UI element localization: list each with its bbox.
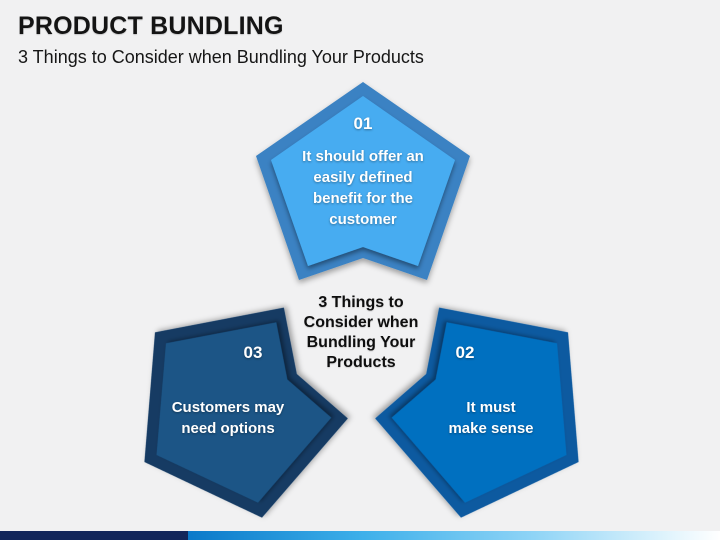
item-02-number: 02 (455, 343, 475, 362)
footer-bar-gradient-segment (188, 531, 720, 540)
slide-header: PRODUCT BUNDLING 3 Things to Consider wh… (18, 12, 424, 68)
page-title: PRODUCT BUNDLING (18, 12, 284, 40)
pentagon-01-inner (271, 96, 455, 266)
pentagon-02 (375, 307, 579, 518)
page-subtitle: 3 Things to Consider when Bundling Your … (18, 47, 424, 67)
item-03-label: Customers may need options (171, 399, 285, 437)
item-03-number: 03 (243, 343, 263, 362)
pentagon-02-inner (391, 322, 567, 503)
footer-accent-bar (0, 531, 720, 540)
item-02-label: It must make sense (448, 399, 534, 437)
pentagon-03-inner (156, 322, 332, 503)
footer-bar-navy-segment (0, 531, 188, 540)
pentagon-01 (256, 82, 470, 280)
item-01-label: It should offer an easily defined benefi… (302, 148, 424, 228)
item-01-number: 01 (353, 114, 373, 133)
center-heading: 3 Things to Consider when Bundling Your … (303, 294, 419, 371)
pentagon-03 (144, 307, 348, 518)
